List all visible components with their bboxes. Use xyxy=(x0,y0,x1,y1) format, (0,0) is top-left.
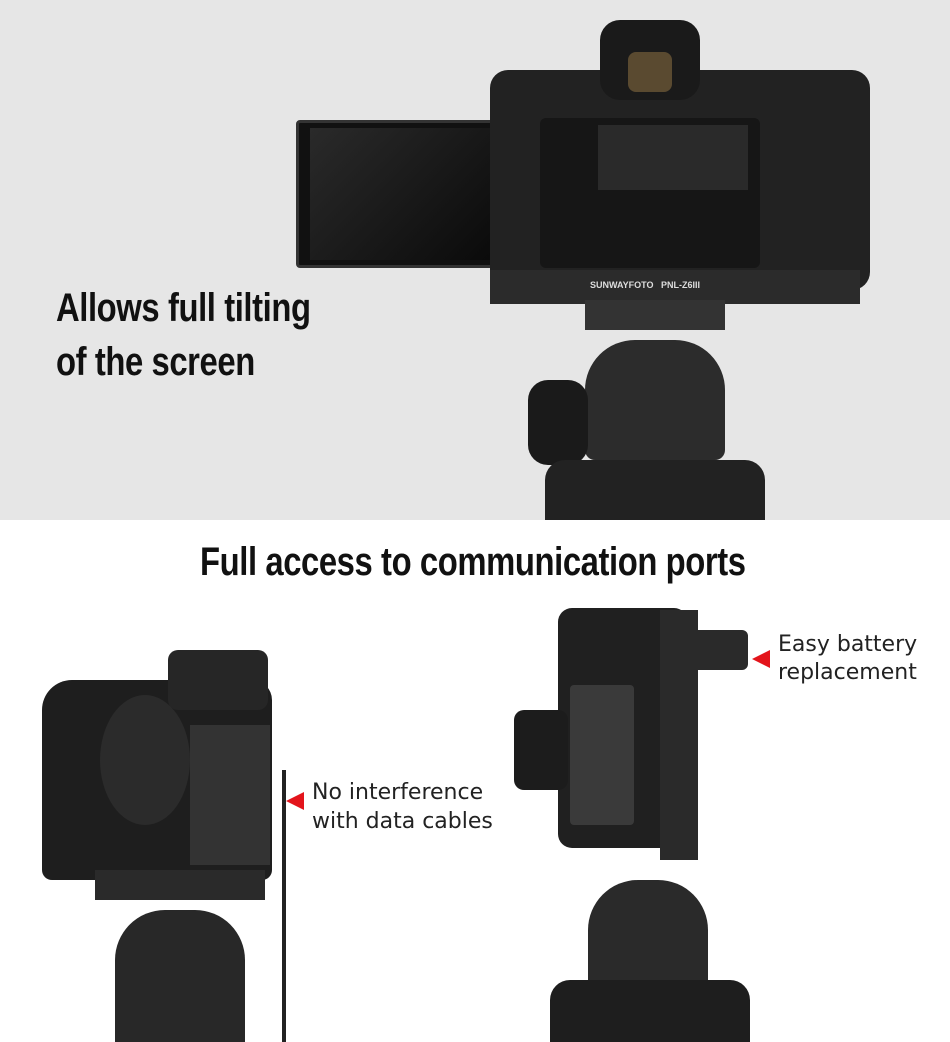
top-section: Allows full tilting of the screen SUNWAY… xyxy=(0,0,950,520)
arrow-battery-icon xyxy=(752,650,770,668)
arrow-cables-icon xyxy=(286,792,304,810)
callout-battery-line2: replacement xyxy=(778,660,917,685)
callout-cables-line2: with data cables xyxy=(312,809,493,834)
bottom-section: Full access to communication ports No in… xyxy=(0,520,950,1042)
callout-battery-line1: Easy battery xyxy=(778,632,918,657)
callout-cables-line1: No interference xyxy=(312,780,484,805)
headline-tilting-line1: Allows full tilting xyxy=(56,286,311,330)
headline-ports: Full access to communication ports xyxy=(200,540,746,584)
headline-tilting-line2: of the screen xyxy=(56,340,255,384)
bracket-brand-logo: SUNWAYFOTO PNL-Z6III xyxy=(590,280,701,290)
